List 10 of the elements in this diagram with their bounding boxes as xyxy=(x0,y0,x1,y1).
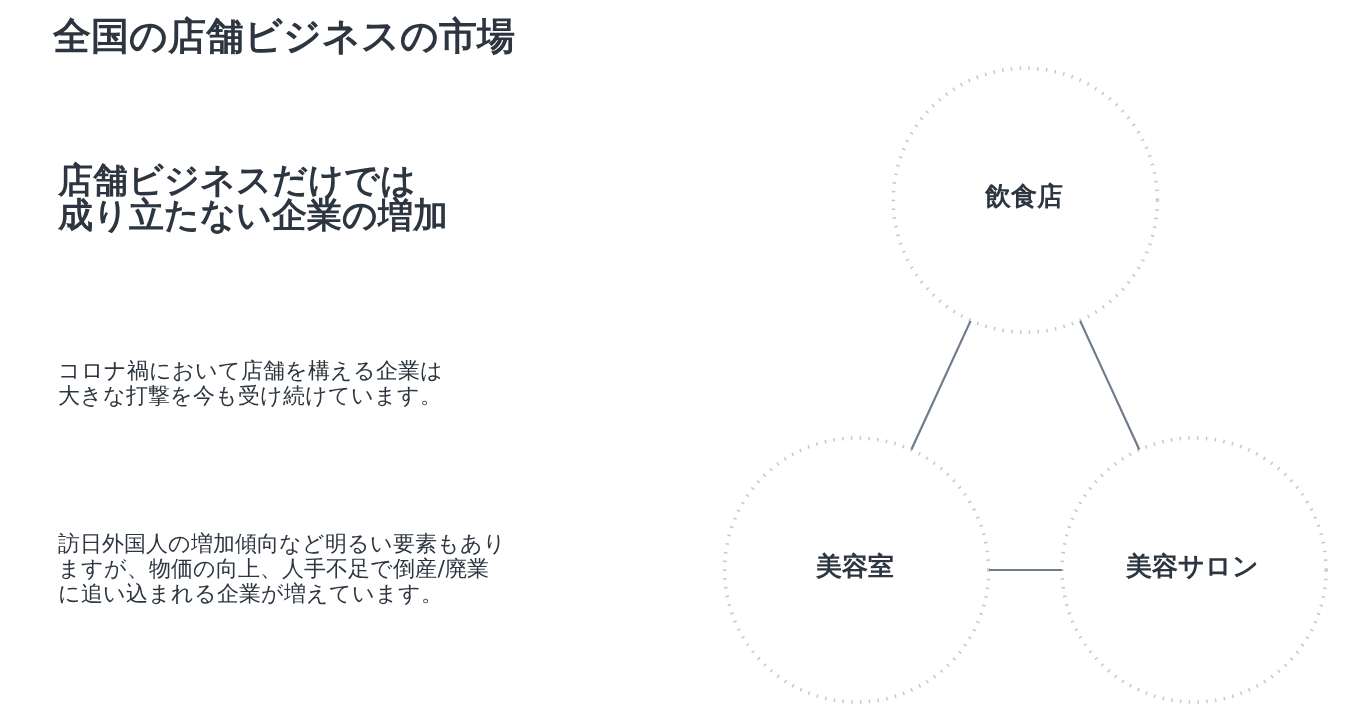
label: 店舗ビジネスだけでは成り立たない企業の増加 xyxy=(57,158,448,235)
connector xyxy=(1078,320,1140,450)
label: コロナ禍において店舗を構える企業は大きな打撃を今も受け続けています。 xyxy=(57,357,443,408)
node-circle: 美容サロン xyxy=(1059,436,1328,704)
connector xyxy=(909,320,972,450)
diagram-title: 全国の店舗ビジネスの市場 xyxy=(52,13,515,58)
label: 訪日外国人の増加傾向など明るい要素もありますが、物価の向上、人手不足で倒産/廃業に追い込まれる企業が増えています。 xyxy=(57,530,506,606)
node-circle: 美容室 xyxy=(722,436,990,704)
connector xyxy=(988,568,1062,572)
node-circle: 飲食店 xyxy=(891,66,1159,335)
